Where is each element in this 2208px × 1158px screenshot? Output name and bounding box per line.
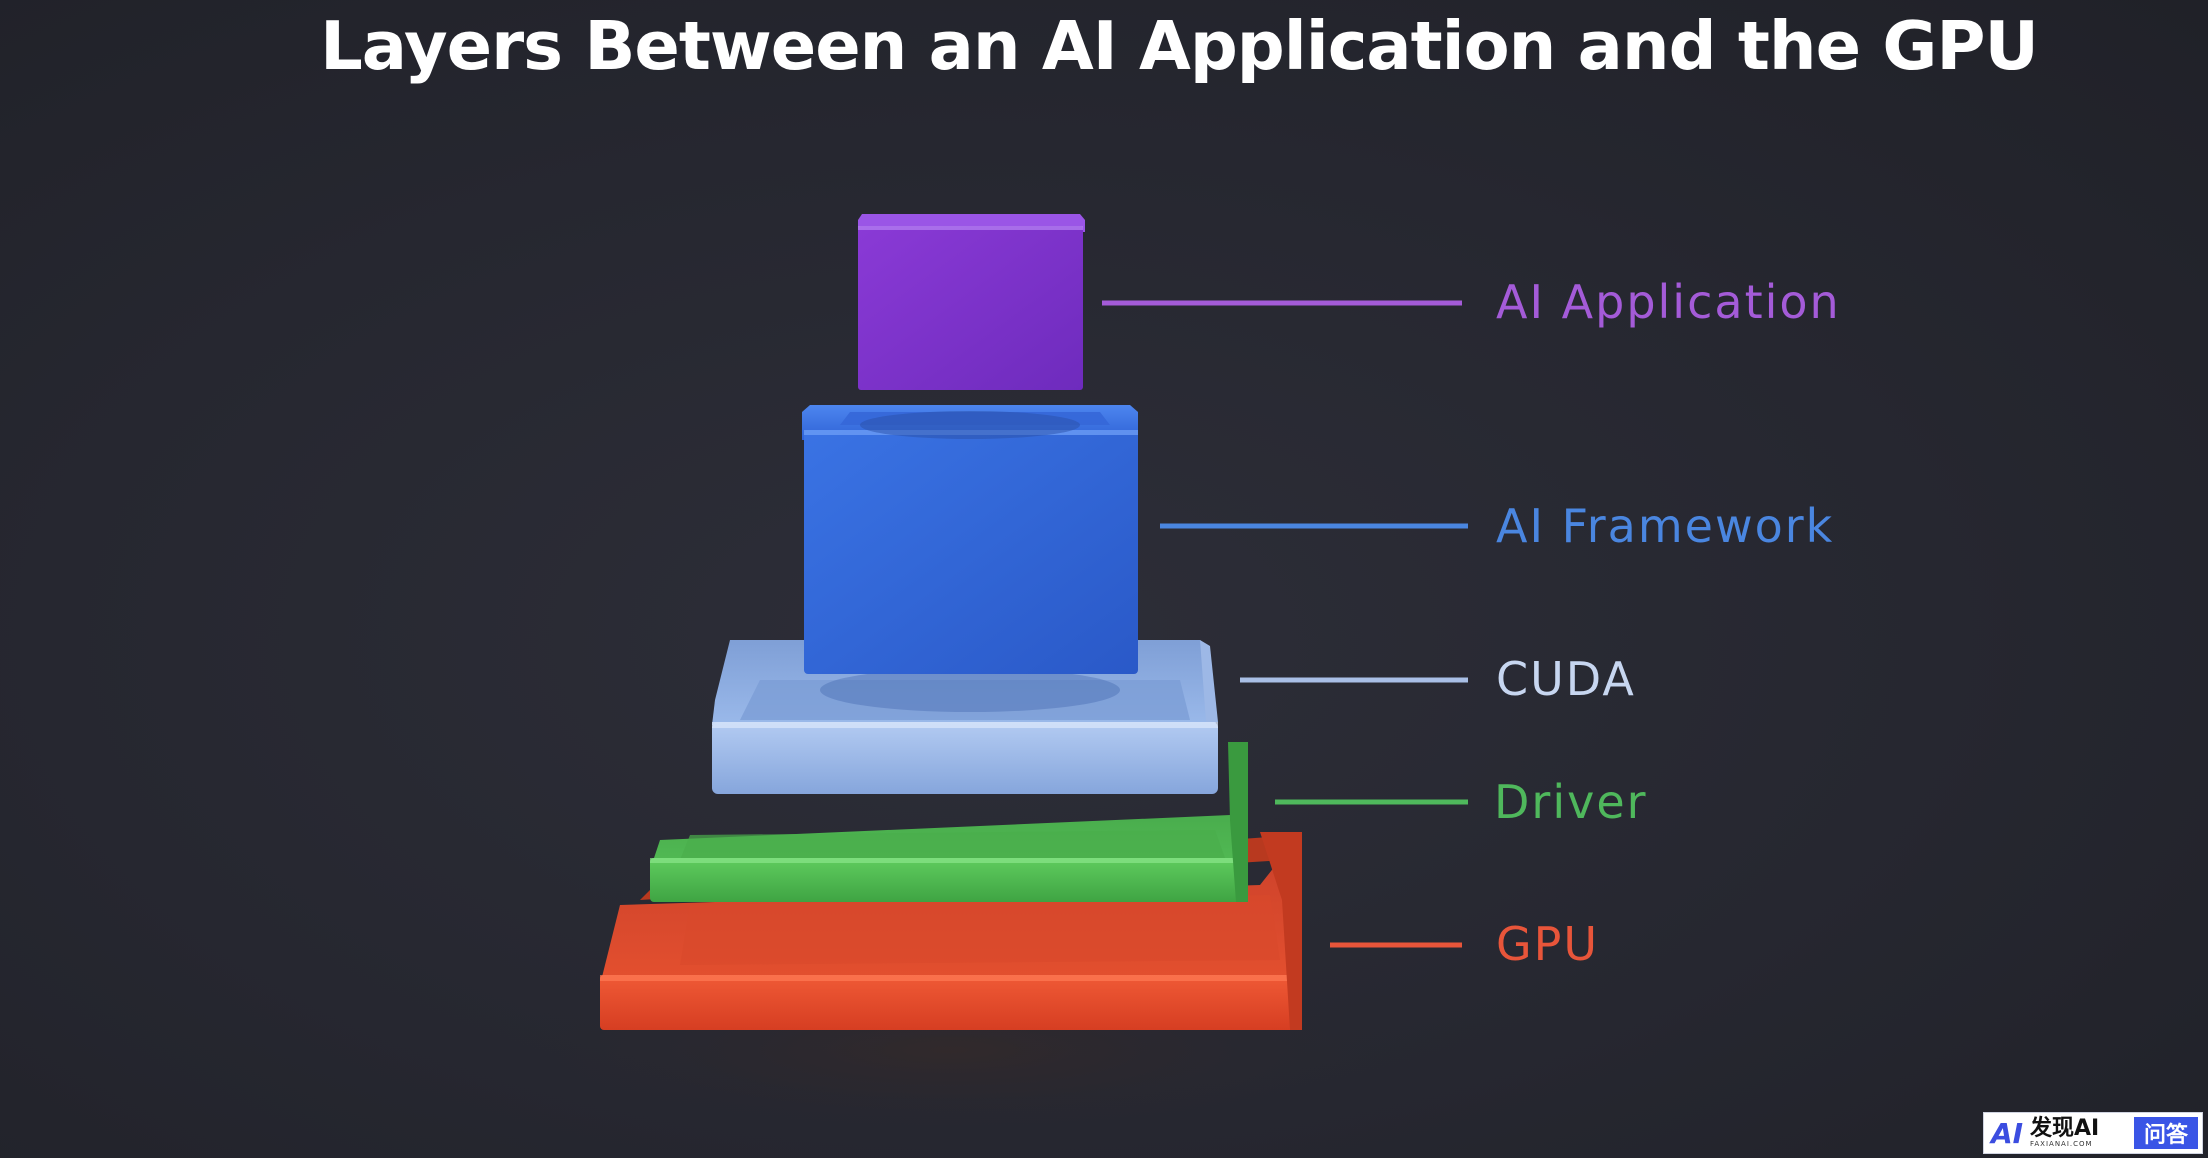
ai-application-label: AI Application: [1496, 275, 1841, 329]
driver-layer-block: [650, 742, 1248, 902]
watermark-subtext: FAXIANAI.COM: [2030, 1140, 2093, 1148]
watermark-badge: AI 发现AI FAXIANAI.COM 问答: [1983, 1112, 2203, 1154]
gpu-label: GPU: [1496, 917, 1599, 971]
driver-label: Driver: [1494, 775, 1648, 829]
watermark-name: 发现AI FAXIANAI.COM: [2030, 1116, 2134, 1149]
ai-application-layer-block: [858, 214, 1085, 439]
ai-framework-layer-block: [802, 405, 1138, 712]
watermark-name-text: 发现AI: [2030, 1116, 2100, 1141]
page-title: Layers Between an AI Application and the…: [320, 7, 2039, 85]
ai-framework-label: AI Framework: [1496, 499, 1834, 553]
cuda-label: CUDA: [1496, 652, 1636, 706]
watermark-logo-icon: AI: [1990, 1116, 2024, 1150]
watermark-qa-badge: 问答: [2134, 1117, 2198, 1149]
